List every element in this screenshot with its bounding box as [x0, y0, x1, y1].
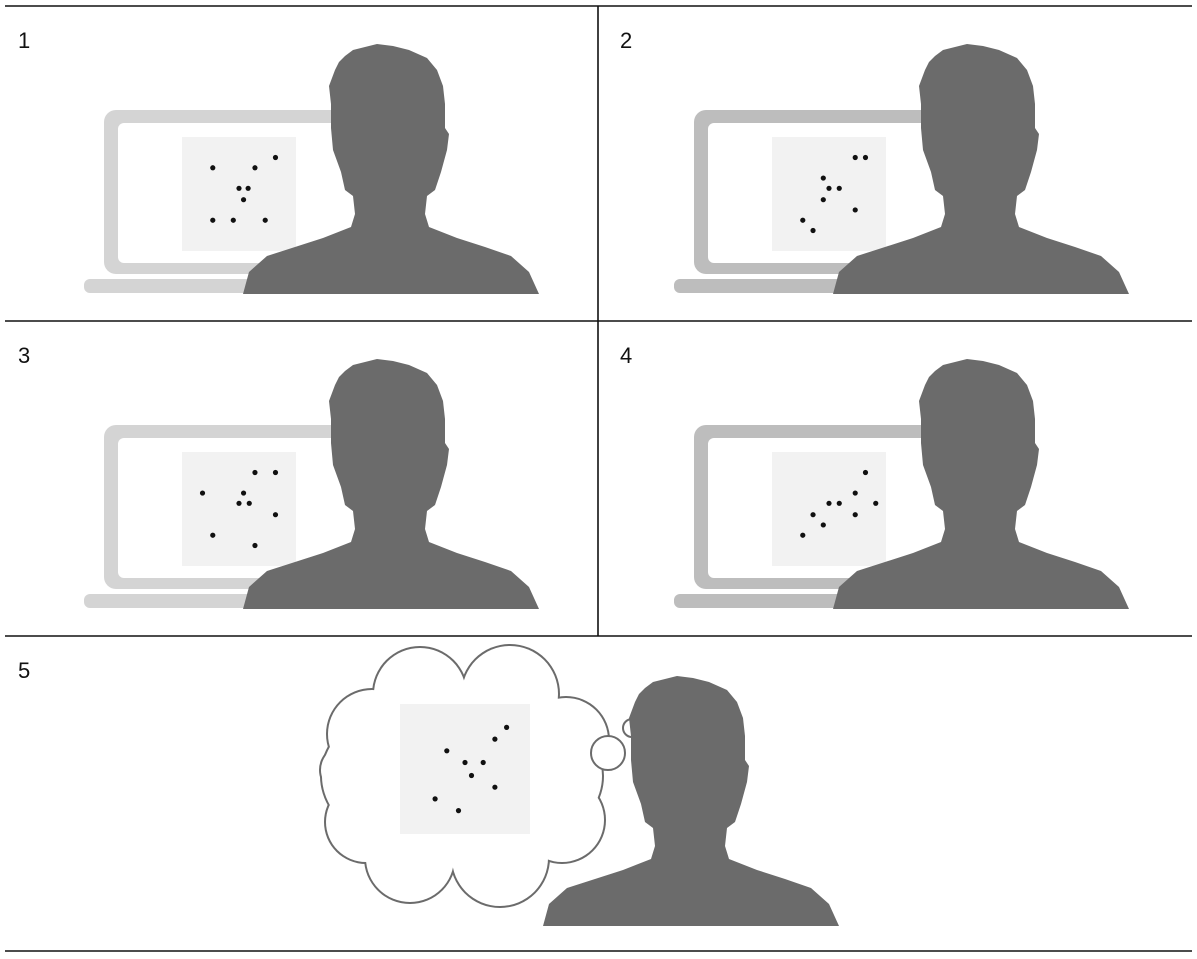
data-point [810, 227, 816, 234]
plot-area [772, 452, 886, 566]
data-point [800, 217, 806, 223]
panel-3: 3 [18, 343, 539, 609]
data-point [852, 490, 858, 496]
panel-number: 3 [18, 343, 30, 368]
scatter-plot-on-screen [772, 137, 886, 251]
data-point [820, 522, 826, 528]
data-point [810, 512, 816, 518]
data-point [245, 185, 251, 191]
data-point [873, 500, 879, 506]
plot-area [400, 704, 530, 834]
data-point [852, 154, 858, 161]
panel-number: 2 [620, 28, 632, 53]
data-point [252, 542, 258, 549]
data-point [272, 154, 279, 161]
scatter-plot-on-screen [772, 452, 886, 566]
data-point [462, 759, 468, 766]
panel-number: 5 [18, 658, 30, 683]
data-point [862, 469, 869, 476]
plot-area [772, 137, 886, 251]
data-point [492, 736, 498, 742]
silhouette-shape [543, 676, 839, 926]
data-point [820, 175, 826, 181]
person-silhouette-icon [833, 359, 1129, 609]
panel-number: 4 [620, 343, 632, 368]
silhouette-shape [833, 359, 1129, 609]
data-point [492, 784, 498, 790]
data-point [236, 185, 242, 191]
silhouette-shape [243, 359, 539, 609]
data-point [272, 512, 279, 518]
data-point [240, 490, 247, 496]
person-silhouette-icon [543, 676, 839, 926]
data-point [240, 197, 247, 203]
data-point [210, 217, 216, 223]
data-point [836, 185, 842, 191]
data-point [432, 796, 438, 802]
plot-area [182, 452, 296, 566]
scatter-plot-on-screen [182, 137, 296, 251]
data-point [230, 217, 236, 223]
person-silhouette-icon [243, 359, 539, 609]
data-point [262, 217, 268, 223]
panel-grid-lines [5, 5, 1192, 952]
person-silhouette-icon [243, 44, 539, 294]
panel-5: 5 [18, 644, 839, 926]
data-point [852, 207, 858, 213]
data-point [800, 532, 806, 538]
data-point [862, 154, 869, 161]
panel-2: 2 [620, 28, 1129, 294]
data-point [836, 500, 842, 506]
data-point [210, 165, 216, 171]
thought-bubble-dot-large [590, 735, 626, 771]
scatter-plot-on-screen [182, 452, 296, 566]
panel-4: 4 [620, 343, 1129, 609]
data-point [455, 808, 462, 814]
data-point [444, 748, 450, 754]
data-point [826, 500, 832, 506]
data-point [480, 759, 486, 766]
person-silhouette-icon [833, 44, 1129, 294]
data-point [252, 165, 258, 171]
data-point [199, 490, 206, 496]
panel-number: 1 [18, 28, 30, 53]
data-point [504, 724, 510, 731]
data-point [252, 469, 258, 476]
plot-area [182, 137, 296, 251]
data-point [826, 185, 832, 191]
data-point [246, 500, 252, 506]
data-point [236, 500, 242, 506]
silhouette-shape [243, 44, 539, 294]
scatter-plot-in-thought [400, 704, 530, 834]
panel-1: 1 [18, 28, 539, 294]
data-point [852, 512, 858, 518]
data-point [820, 197, 826, 203]
data-point [272, 469, 279, 476]
data-point [210, 532, 216, 538]
silhouette-shape [833, 44, 1129, 294]
data-point [468, 772, 475, 779]
